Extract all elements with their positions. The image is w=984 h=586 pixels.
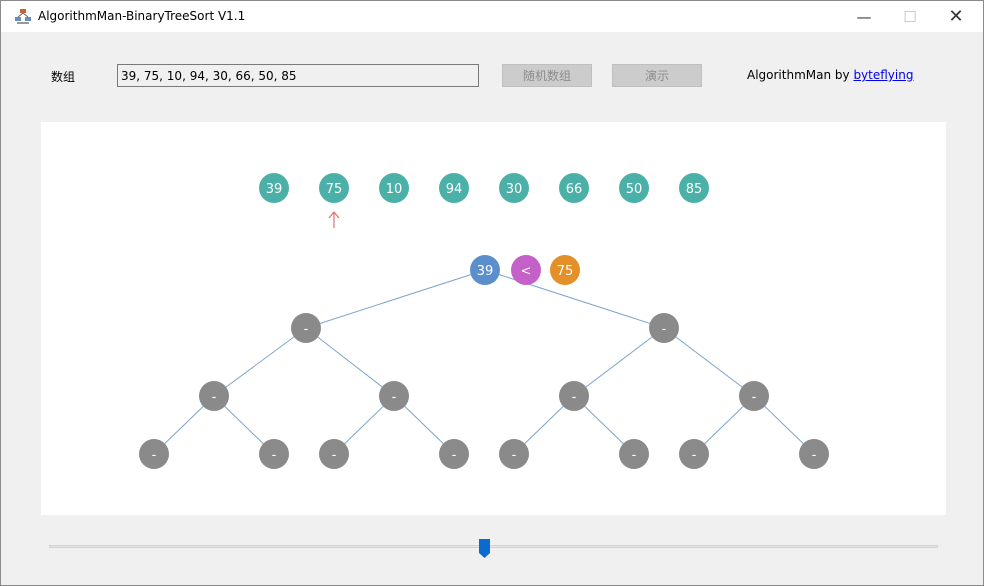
credit-text: AlgorithmMan by byteflying: [747, 68, 913, 82]
input-value-node-circle: [439, 173, 469, 203]
tree-node-empty-text: -: [304, 322, 309, 337]
tree-node-empty-circle: [199, 381, 229, 411]
tree-node-empty-text: -: [452, 448, 457, 463]
input-value-node-text: 50: [626, 182, 643, 197]
tree-node-empty-text: -: [662, 322, 667, 337]
input-value-node-circle: [319, 173, 349, 203]
tree-node-empty-circle: [319, 439, 349, 469]
tree-edge: [213, 327, 307, 397]
tree-node-empty-circle: [739, 381, 769, 411]
input-value-node-text: 10: [386, 182, 403, 197]
demo-button[interactable]: 演示: [612, 64, 702, 87]
binary-tree-visualization: - - - - - - - - - - - - - - 39 <75 39 75 10 94 30 66 50 85: [139, 173, 829, 469]
input-value-node-text: 75: [326, 182, 343, 197]
input-value-node-circle: [559, 173, 589, 203]
tree-node-empty-text: -: [632, 448, 637, 463]
tree-node-empty-circle: [139, 439, 169, 469]
compare-right-node-circle: [550, 255, 580, 285]
compare-operator-node-text: <: [521, 264, 532, 279]
tree-node-empty-text: -: [212, 390, 217, 405]
input-value-node-text: 66: [566, 182, 583, 197]
tree-node-empty-circle: [679, 439, 709, 469]
close-button[interactable]: ✕: [933, 1, 979, 32]
tree-node-empty-circle: [649, 313, 679, 343]
credit-prefix: AlgorithmMan by: [747, 68, 854, 82]
tree-node-empty-circle: [379, 381, 409, 411]
array-label: 数组: [51, 70, 76, 84]
compare-left-node-circle: [470, 255, 500, 285]
input-value-node-text: 39: [266, 182, 283, 197]
input-value-node-circle: [499, 173, 529, 203]
title-bar[interactable]: AlgorithmMan-BinaryTreeSort V1.1 — ☐ ✕: [1, 1, 983, 32]
input-value-node-text: 85: [686, 182, 703, 197]
tree-node-empty-text: -: [572, 390, 577, 405]
tree-node-empty-circle: [259, 439, 289, 469]
tree-node-empty-circle: [439, 439, 469, 469]
tree-node-empty-text: -: [152, 448, 157, 463]
tree-node-empty-circle: [799, 439, 829, 469]
tree-edge: [663, 327, 755, 397]
tree-node-empty-text: -: [692, 448, 697, 463]
compare-right-node-text: 75: [557, 264, 574, 279]
close-icon: ✕: [948, 6, 964, 27]
app-tree-icon: [15, 9, 31, 24]
tree-node-empty-text: -: [392, 390, 397, 405]
tree-node-empty-text: -: [752, 390, 757, 405]
speed-slider-track[interactable]: [49, 545, 938, 548]
tree-edge: [305, 269, 486, 329]
input-value-node-text: 30: [506, 182, 523, 197]
tree-node-empty-circle: [499, 439, 529, 469]
random-array-button[interactable]: 随机数组: [502, 64, 592, 87]
current-pointer-arrow-head: [328, 211, 340, 219]
array-input[interactable]: [117, 64, 479, 87]
minimize-button[interactable]: —: [841, 1, 887, 32]
visualization-canvas: - - - - - - - - - - - - - - 39 <75 39 75 10 94 30 66 50 85: [41, 122, 946, 515]
tree-node-empty-text: -: [332, 448, 337, 463]
speed-slider-thumb[interactable]: [479, 539, 491, 558]
tree-node-empty-text: -: [512, 448, 517, 463]
input-value-node-circle: [259, 173, 289, 203]
window-title: AlgorithmMan-BinaryTreeSort V1.1: [38, 9, 246, 23]
tree-node-empty-circle: [291, 313, 321, 343]
tree-edge: [573, 327, 665, 397]
tree-node-empty-circle: [559, 381, 589, 411]
tree-edge: [305, 327, 395, 397]
tree-node-empty-circle: [619, 439, 649, 469]
input-value-node-text: 94: [446, 182, 463, 197]
maximize-icon: ☐: [903, 7, 917, 26]
compare-left-node-text: 39: [477, 264, 494, 279]
input-value-node-circle: [379, 173, 409, 203]
tree-node-empty-text: -: [272, 448, 277, 463]
input-value-node-circle: [679, 173, 709, 203]
credit-link[interactable]: byteflying: [853, 68, 914, 82]
maximize-button[interactable]: ☐: [887, 1, 933, 32]
tree-node-empty-text: -: [812, 448, 817, 463]
compare-operator-node-circle: [511, 255, 541, 285]
input-value-node-circle: [619, 173, 649, 203]
minimize-icon: —: [856, 7, 872, 26]
